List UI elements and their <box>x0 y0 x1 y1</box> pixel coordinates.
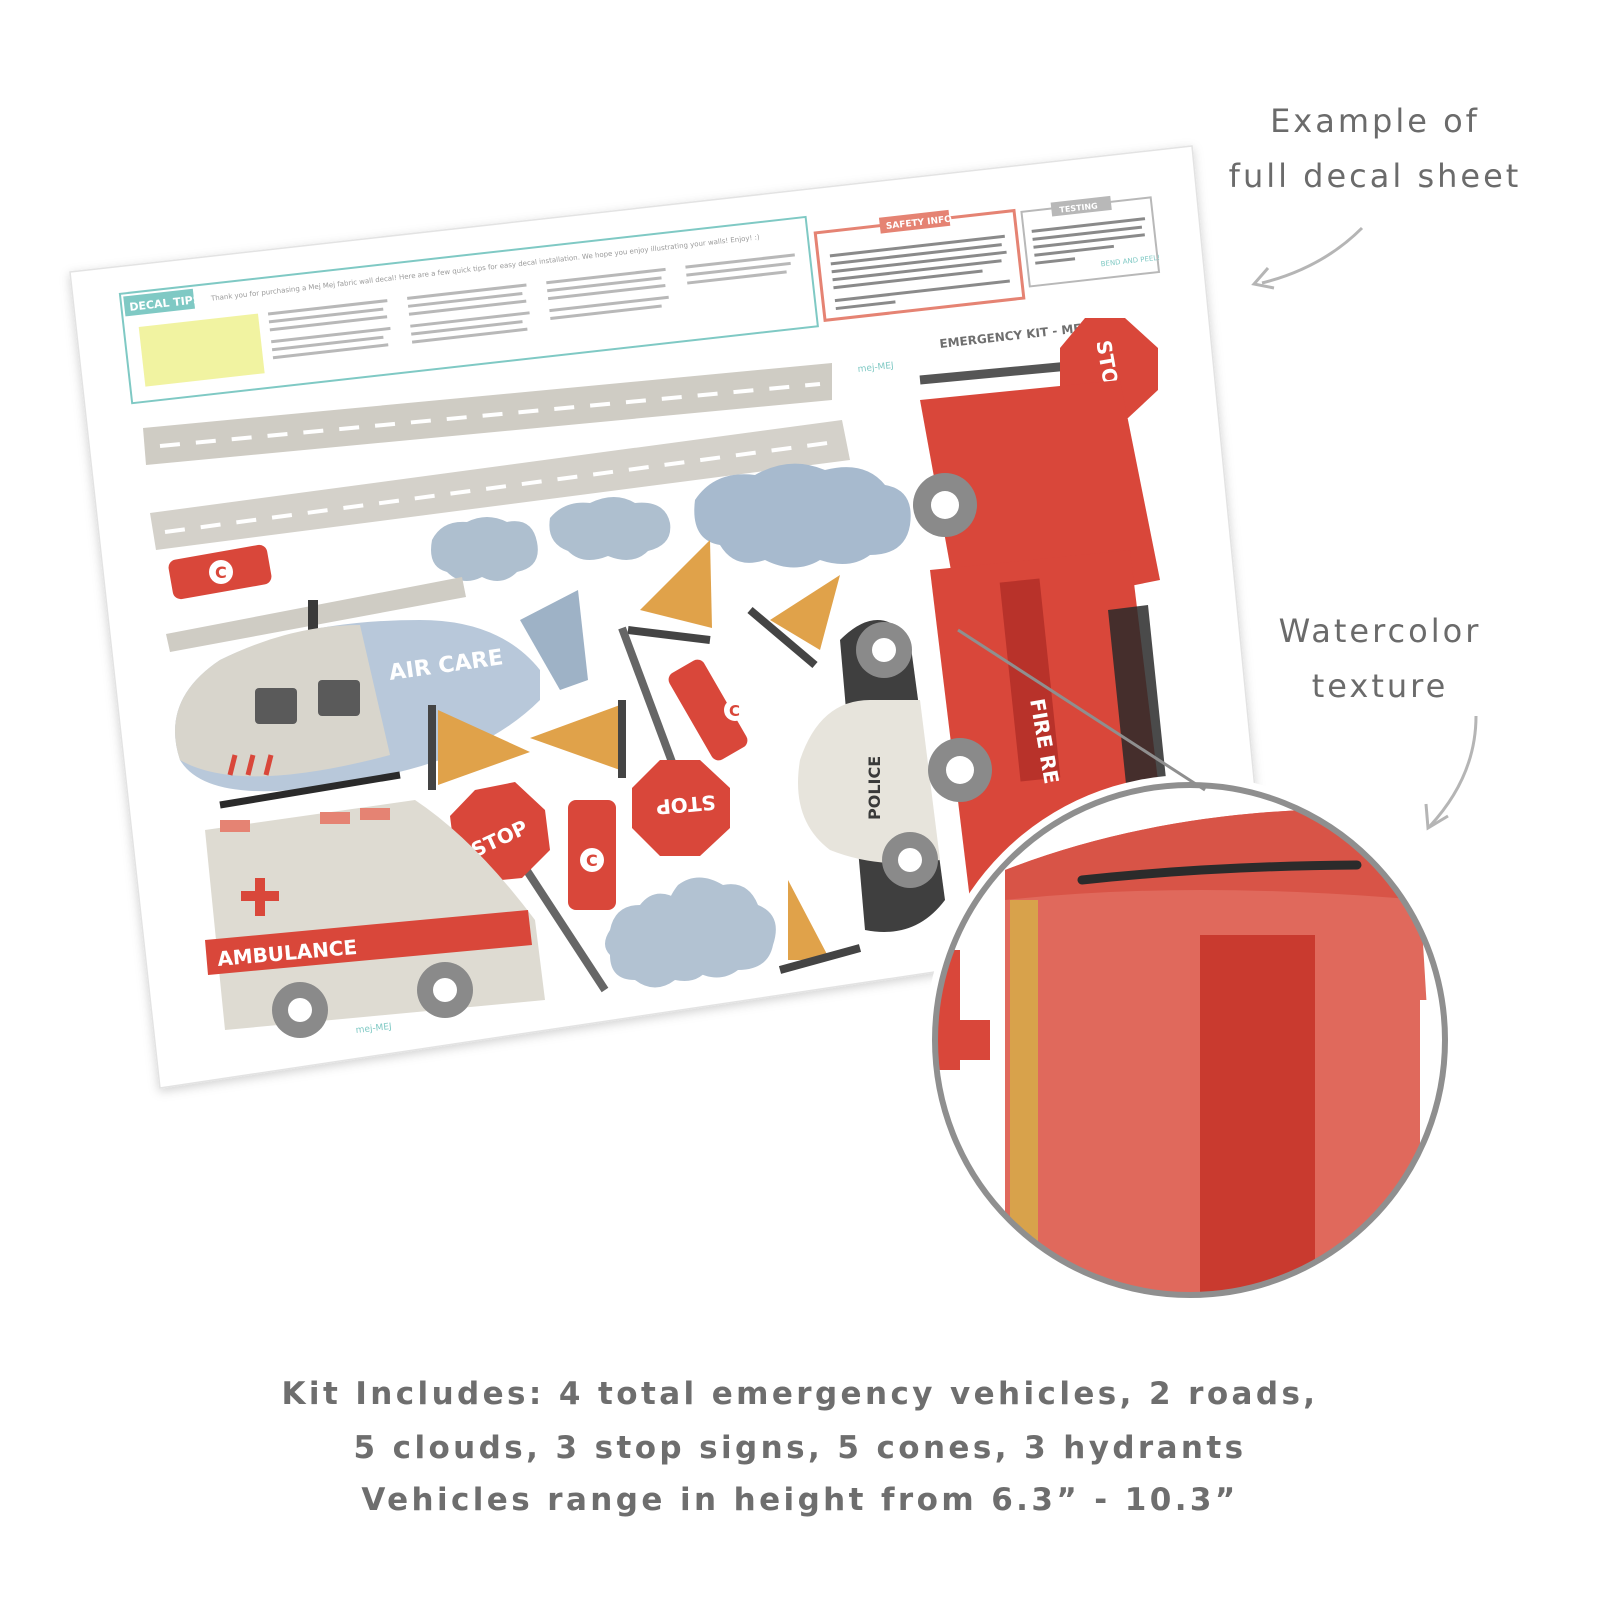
stop-sign-decal: STOP <box>618 626 730 856</box>
caption-line-3: Vehicles range in height from 6.3” - 10.… <box>361 1482 1239 1518</box>
arrow-to-lens <box>1424 715 1478 831</box>
cone-decal <box>778 880 862 974</box>
callout-watercolor-line1: Watercolor <box>1278 612 1482 650</box>
watercolor-magnifier <box>925 628 1455 1305</box>
arrow-to-sheet <box>1251 226 1364 290</box>
testing-label: TESTING <box>1059 201 1098 214</box>
cone-decal <box>627 540 712 644</box>
hydrant-decal: C <box>568 800 616 910</box>
brand-logo: mej-MEJ <box>857 361 894 375</box>
callout-watercolor: Watercolor texture <box>1245 604 1515 714</box>
callout-sheet-example: Example of full decal sheet <box>1225 94 1525 204</box>
cloud-decal <box>431 517 538 581</box>
hydrant-decal: C <box>668 659 748 761</box>
ambulance-decal: AMBULANCE <box>205 800 545 1038</box>
police-car-decal: POLICE <box>798 620 945 932</box>
hydrant-letter: C <box>586 851 598 870</box>
hydrant-letter: C <box>729 702 740 720</box>
cloud-decal <box>694 463 911 568</box>
cloud-decal <box>666 877 776 978</box>
safety-info-box: SAFETY INFO <box>813 208 1026 322</box>
callout-sheet-example-line2: full decal sheet <box>1228 157 1522 195</box>
caption-line-1: Kit Includes: 4 total emergency vehicles… <box>281 1376 1319 1412</box>
cone-decal <box>428 705 530 790</box>
police-text: POLICE <box>865 756 884 820</box>
stop-sign-text: STOP <box>655 790 717 819</box>
caption-line-2: 5 clouds, 3 stop signs, 5 cones, 3 hydra… <box>353 1430 1247 1466</box>
cone-decal <box>747 575 840 669</box>
callout-watercolor-line2: texture <box>1311 667 1449 705</box>
brand-logo-bottom: mej-MEJ <box>355 1022 392 1036</box>
callout-sheet-example-line1: Example of <box>1270 102 1480 140</box>
hydrant-decal: C <box>168 544 272 600</box>
hydrant-letter: C <box>215 563 227 582</box>
testing-box: TESTING BEND AND PEEL! <box>1020 195 1160 288</box>
cloud-decal <box>549 497 671 560</box>
cone-decal <box>530 700 626 778</box>
